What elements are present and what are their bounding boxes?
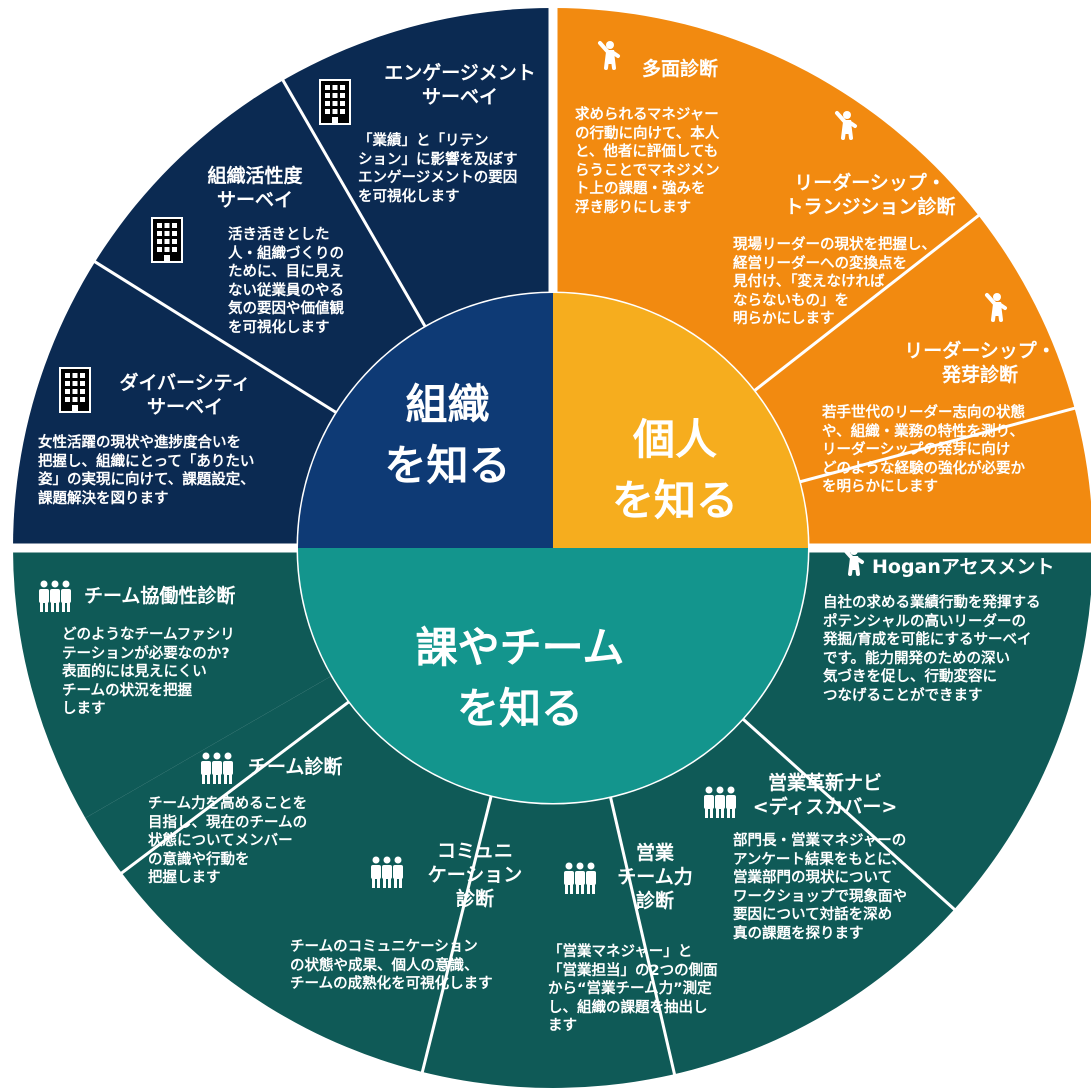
multi-body: 求められるマネジャー の行動に向けて、本人 と、他者に評価しても らうことでマネ… [575,107,720,216]
transition-title: リーダーシップ・ トランジション診断 [784,172,956,218]
bud-title: リーダーシップ・ 発芽診断 [904,340,1056,386]
hogan-title: Hoganアセスメント [872,556,1055,578]
segment-divider [90,257,338,415]
building-icon [151,217,183,263]
center-individual-label: 個人 を知る [611,415,738,525]
activity-title: 組織活性度 サーベイ [207,165,303,211]
team-dx-body: チーム力を高めることを 目指し、現在のチームの 状態についてメンバー の意識や行… [148,796,308,887]
center-org-label: 組織 を知る [384,380,511,490]
team-hub [298,548,808,803]
segment-divider [608,796,678,1080]
bud-body: 若手世代のリーダー志向の状態 や、組織・業務の特性を測り、 リーダーシップの発芽… [822,405,1025,496]
collab-title: チーム協働性診断 [84,585,236,607]
navi-title: 営業革新ナビ <ディスカバー> [752,772,898,818]
navi-body: 部門長・営業マネジャーの アンケート結果をもとに、 営業部門の現状について ワー… [733,833,907,942]
sales-team-body: 「営業マネジャー」と 「営業担当」の2つの側面 から“営業チーム力”測定 し、組… [548,944,718,1035]
engagement-body: 「業績」と「リテン ション」に影響を及ぼす エンゲージメントの要因 を可視化しま… [358,133,518,205]
segment-divider [116,700,351,878]
center-team-label: 課やチーム を知る [415,623,625,733]
segment-divider [753,211,984,393]
communication-title: コミュニ ケーション 診断 [427,840,523,910]
building-icon [59,367,91,413]
building-icon [319,79,351,125]
segment-divider [741,717,960,914]
diversity-title: ダイバーシティ サーベイ [119,372,251,418]
segment-divider [798,405,1080,484]
hogan-body: 自社の求める業績行動を発揮する ポテンシャルの高いリーダーの 発掘/育成を可能に… [823,595,1041,704]
collab-body: どのようなチームファシリ テーションが必要なのか? 表面的には見えにくい チーム… [62,627,235,718]
segment-divider [419,795,493,1078]
individual-hub [553,293,808,548]
communication-body: チームのコミュニケーション の状態や成果、個人の意識、 チームの成熟化を可視化し… [290,939,493,993]
team-dx-title: チーム診断 [248,756,343,778]
transition-body: 現場リーダーの現状を把握し、 経営リーダーへの変換点を 見付け、「変えなければ … [733,237,936,328]
diversity-body: 女性活躍の現状や進捗度合いを 把握し、組織にとって「ありたい 姿」の実現に向けて… [38,435,255,507]
segment-divider [279,75,427,328]
engagement-title: エンゲージメント サーベイ [384,62,536,108]
activity-body: 活き活きとした 人・組織づくりの ために、目に見え ない従業員のやる 気の要因や… [228,227,344,336]
org-hub [298,293,553,548]
sales-team-title: 営業 チーム力 診断 [617,842,693,912]
multi-title: 多面診断 [642,58,719,80]
